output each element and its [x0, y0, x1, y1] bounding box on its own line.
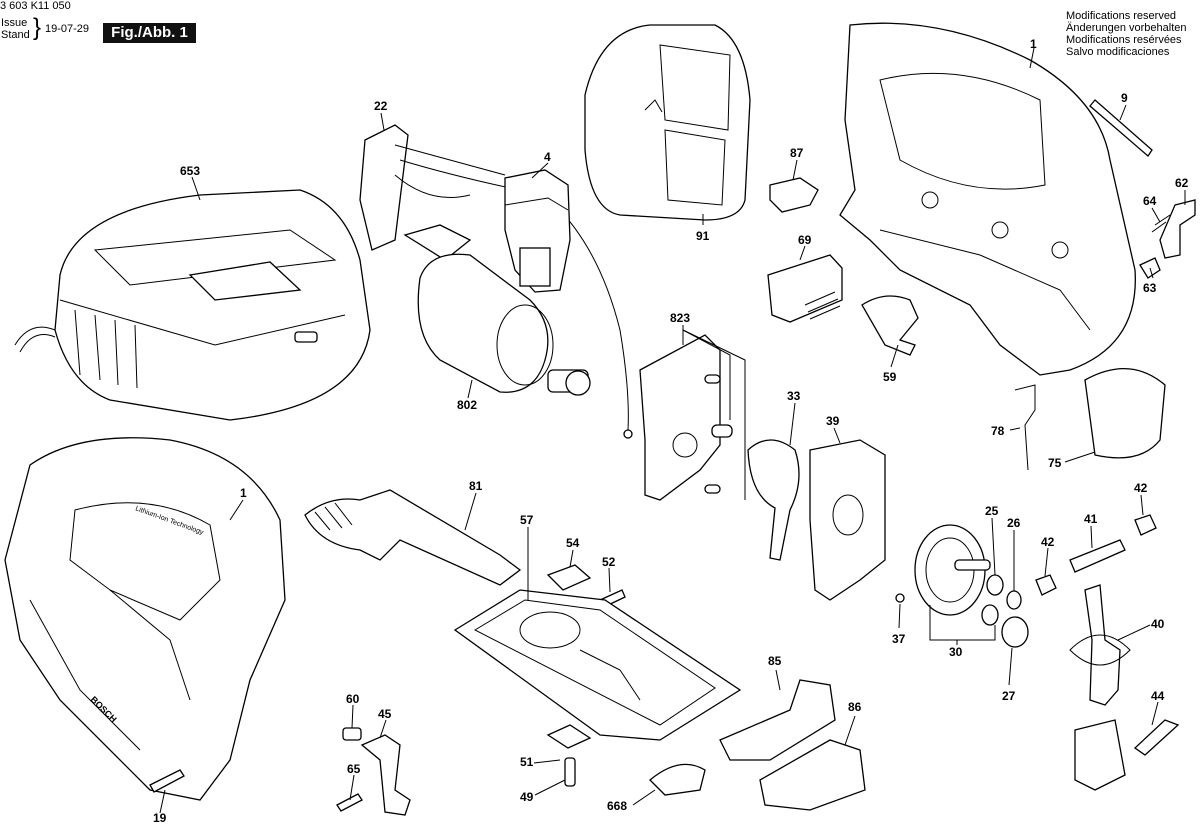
stand-label: Stand [1, 29, 30, 41]
nut-42b-drawing [1134, 514, 1157, 536]
clip-drawing [861, 295, 919, 356]
label-37: 37 [892, 632, 906, 646]
housing-half-drawing [839, 22, 1136, 376]
label-45: 45 [378, 707, 392, 721]
cap-60-drawing [342, 727, 362, 741]
leader-lines [159, 47, 1186, 814]
bracket-85-drawing [719, 679, 836, 761]
label-86: 86 [848, 700, 862, 714]
seal-drawing [747, 439, 800, 561]
label-41: 41 [1084, 512, 1098, 526]
note-fr: Modifications resérvées [1066, 34, 1182, 46]
label-52: 52 [602, 555, 616, 569]
label-75: 75 [1048, 456, 1062, 470]
label-42-left: 42 [1041, 535, 1055, 549]
label-653: 653 [180, 164, 200, 178]
shoe-86-drawing [759, 739, 866, 811]
bearing-27-drawing [1001, 616, 1029, 648]
screw-19-drawing [149, 769, 185, 793]
label-39: 39 [826, 414, 840, 428]
base-plate-drawing [453, 589, 742, 741]
label-57: 57 [520, 513, 534, 527]
guard-drawing [1084, 368, 1166, 459]
label-91: 91 [696, 229, 710, 243]
plate-drawing [639, 334, 733, 501]
label-27: 27 [1002, 689, 1016, 703]
switch-drawing [504, 169, 571, 293]
motor-drawing [403, 224, 591, 396]
label-62: 62 [1175, 176, 1189, 190]
label-85: 85 [768, 654, 782, 668]
label-65: 65 [347, 762, 361, 776]
label-26: 26 [1007, 516, 1021, 530]
label-25: 25 [985, 504, 999, 518]
pin-41-drawing [1069, 539, 1126, 573]
charger-drawing [14, 189, 371, 421]
part-9-drawing [1089, 99, 1153, 157]
screw-49-drawing [564, 757, 576, 787]
battery-cover-drawing [584, 24, 751, 221]
label-19: 19 [153, 811, 167, 824]
slider-drawing [767, 254, 843, 323]
wire-78-drawing [1014, 384, 1036, 471]
label-1-top: 1 [1030, 37, 1037, 51]
brace-symbol: } [33, 14, 42, 41]
part-87-drawing [769, 177, 819, 213]
label-69: 69 [798, 233, 812, 247]
note-es: Salvo modificaciones [1066, 46, 1170, 58]
doc-number: 3 603 K11 050 [0, 0, 71, 12]
label-54: 54 [566, 536, 580, 550]
label-60: 60 [346, 692, 360, 706]
label-81: 81 [469, 479, 483, 493]
label-44: 44 [1151, 689, 1165, 703]
label-33: 33 [787, 389, 801, 403]
figure-label: Fig./Abb. 1 [103, 23, 196, 43]
label-51: 51 [520, 755, 534, 769]
ring-37-drawing [895, 593, 905, 603]
label-78: 78 [991, 424, 1005, 438]
callout-labels: 653 22 4 91 87 1 9 62 64 63 69 59 823 80… [153, 37, 1189, 824]
pin-65-drawing [336, 793, 363, 812]
label-668: 668 [607, 799, 627, 813]
knob-668-drawing [649, 763, 706, 796]
label-4: 4 [544, 150, 551, 164]
label-42-right: 42 [1134, 481, 1148, 495]
label-30: 30 [949, 645, 963, 659]
washer-51-drawing [546, 724, 592, 749]
plunger-drawing [1069, 584, 1131, 791]
modification-notes: Modifications reserved Änderungen vorbeh… [1066, 10, 1186, 58]
note-en: Modifications reserved [1066, 10, 1177, 22]
gasket-drawing [809, 439, 886, 601]
ring-26-drawing [1006, 590, 1022, 610]
pad-54-drawing [546, 564, 592, 591]
label-22: 22 [374, 99, 388, 113]
guide-drawing [304, 489, 522, 586]
issue-label: Issue [1, 17, 28, 29]
gear-drawing [914, 524, 999, 626]
label-802: 802 [457, 398, 477, 412]
label-1-bottom: 1 [240, 486, 247, 500]
issue-date: 19-07-29 [45, 23, 90, 35]
label-64: 64 [1143, 194, 1157, 208]
lever-drawing [1139, 199, 1196, 279]
label-40: 40 [1151, 617, 1165, 631]
label-59: 59 [883, 370, 897, 384]
lever-45-drawing [360, 734, 411, 816]
label-49: 49 [520, 790, 534, 804]
tool-housing-drawing: BOSCH Lithium-Ion Technology [4, 437, 286, 801]
washer-25-drawing [986, 574, 1004, 596]
label-63: 63 [1143, 281, 1157, 295]
harness-drawing [359, 124, 633, 439]
label-9: 9 [1121, 91, 1128, 105]
nut-42a-drawing [1035, 574, 1057, 596]
label-823: 823 [670, 311, 690, 325]
label-87: 87 [790, 146, 804, 160]
clip-44-drawing [1133, 719, 1180, 756]
note-de: Änderungen vorbehalten [1066, 22, 1187, 34]
